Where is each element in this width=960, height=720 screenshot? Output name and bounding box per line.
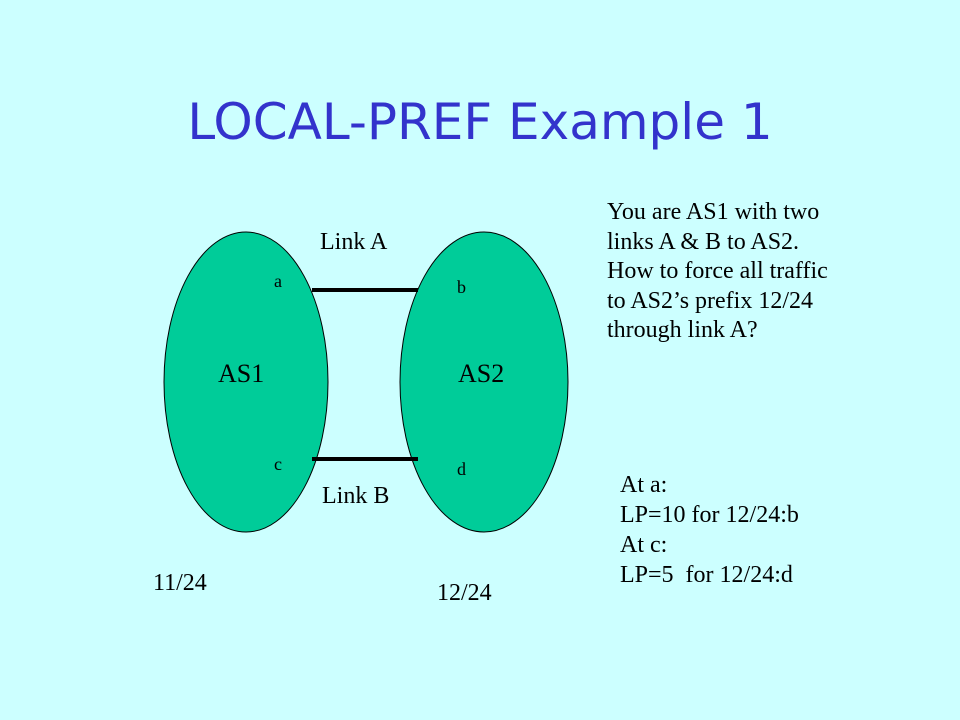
question-line: You are AS1 with two xyxy=(607,199,820,225)
answer-text: At a: LP=10 for 12/24:b At c: LP=5 for 1… xyxy=(620,470,940,590)
question-line: How to force all traffic xyxy=(607,258,828,284)
as2-ellipse xyxy=(399,231,569,533)
answer-line: LP=10 for 12/24:b xyxy=(620,502,799,528)
slide-title: LOCAL-PREF Example 1 xyxy=(187,93,773,151)
answer-line: At c: xyxy=(620,532,668,558)
link-a-label: Link A xyxy=(320,229,388,255)
answer-line: LP=5 for 12/24:d xyxy=(620,562,793,588)
link-b-label: Link B xyxy=(322,483,390,509)
as1-label: AS1 xyxy=(218,359,265,388)
router-c-label: c xyxy=(274,454,282,474)
as2-prefix-label: 12/24 xyxy=(437,580,492,606)
as2-label: AS2 xyxy=(458,359,505,388)
question-line: to AS2’s prefix 12/24 xyxy=(607,287,814,314)
router-a-label: a xyxy=(274,271,282,291)
question-line: links A & B to AS2. xyxy=(607,228,800,255)
as1-prefix-label: 11/24 xyxy=(153,570,207,596)
answer-line: At a: xyxy=(620,472,668,498)
router-b-label: b xyxy=(457,277,466,297)
router-d-label: d xyxy=(457,459,466,479)
question-text: You are AS1 with two links A & B to AS2.… xyxy=(607,198,927,346)
question-line: through link A? xyxy=(607,317,758,343)
as1-ellipse xyxy=(163,231,329,533)
